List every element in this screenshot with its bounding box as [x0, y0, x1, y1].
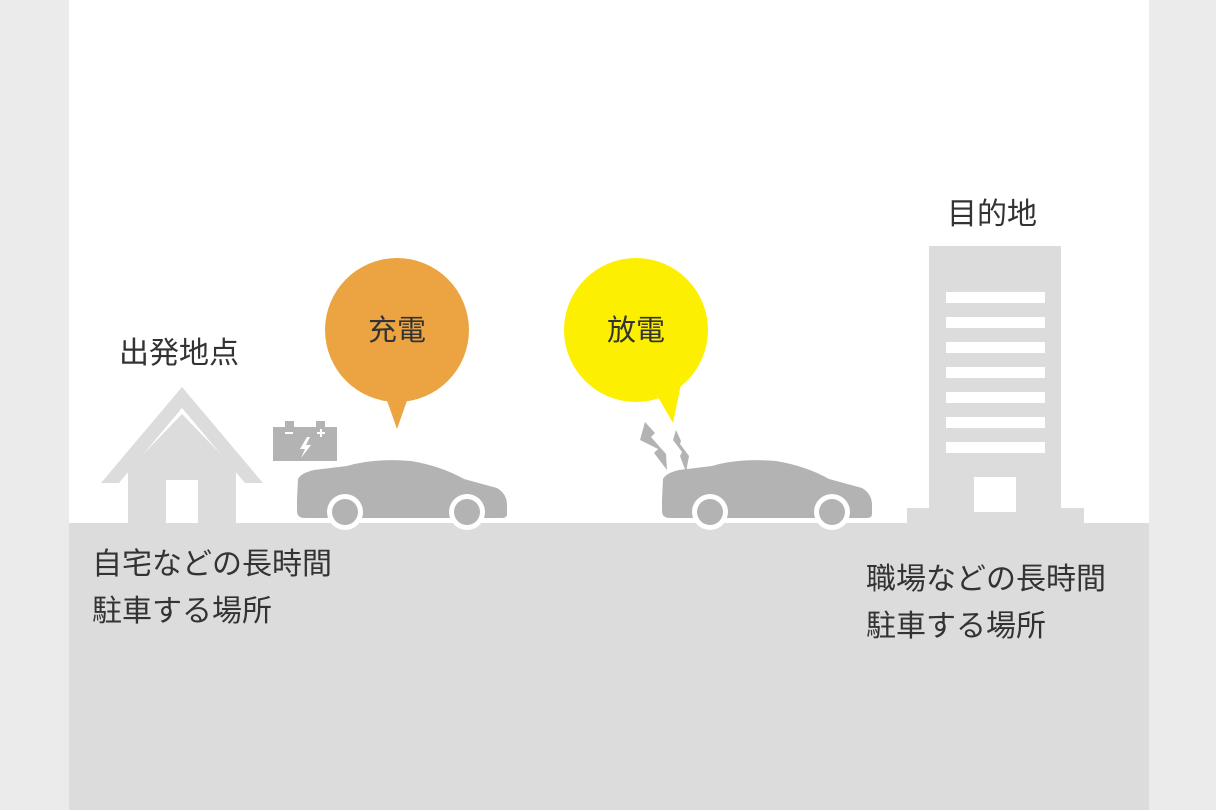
origin-label: 出発地点 — [119, 336, 239, 371]
ground — [69, 523, 1149, 810]
discharge-label: 放電 — [606, 313, 665, 347]
work-description-line-2: 駐車する場所 — [866, 609, 1046, 644]
battery-icon — [273, 421, 337, 461]
destination-label: 目的地 — [947, 197, 1037, 232]
car-icon — [297, 460, 507, 530]
work-description-line-1: 職場などの長時間 — [866, 562, 1106, 597]
diagram-stage: 出発地点 目的地 充電 放電 自宅などの長時間 駐車する場所 職場などの長時間 … — [69, 0, 1149, 810]
home-description-line-1: 自宅などの長時間 — [92, 547, 332, 582]
home-description: 自宅などの長時間 駐車する場所 — [92, 541, 332, 635]
charge-label: 充電 — [367, 313, 426, 347]
discharge-bubble — [564, 258, 708, 423]
lightning-icon — [640, 422, 689, 472]
illustration — [101, 246, 1084, 530]
home-description-line-2: 駐車する場所 — [92, 594, 272, 629]
charge-bubble — [325, 258, 469, 429]
office-building-icon — [907, 246, 1084, 523]
house-icon — [101, 387, 263, 523]
work-description: 職場などの長時間 駐車する場所 — [866, 556, 1106, 650]
car-icon — [662, 460, 872, 530]
